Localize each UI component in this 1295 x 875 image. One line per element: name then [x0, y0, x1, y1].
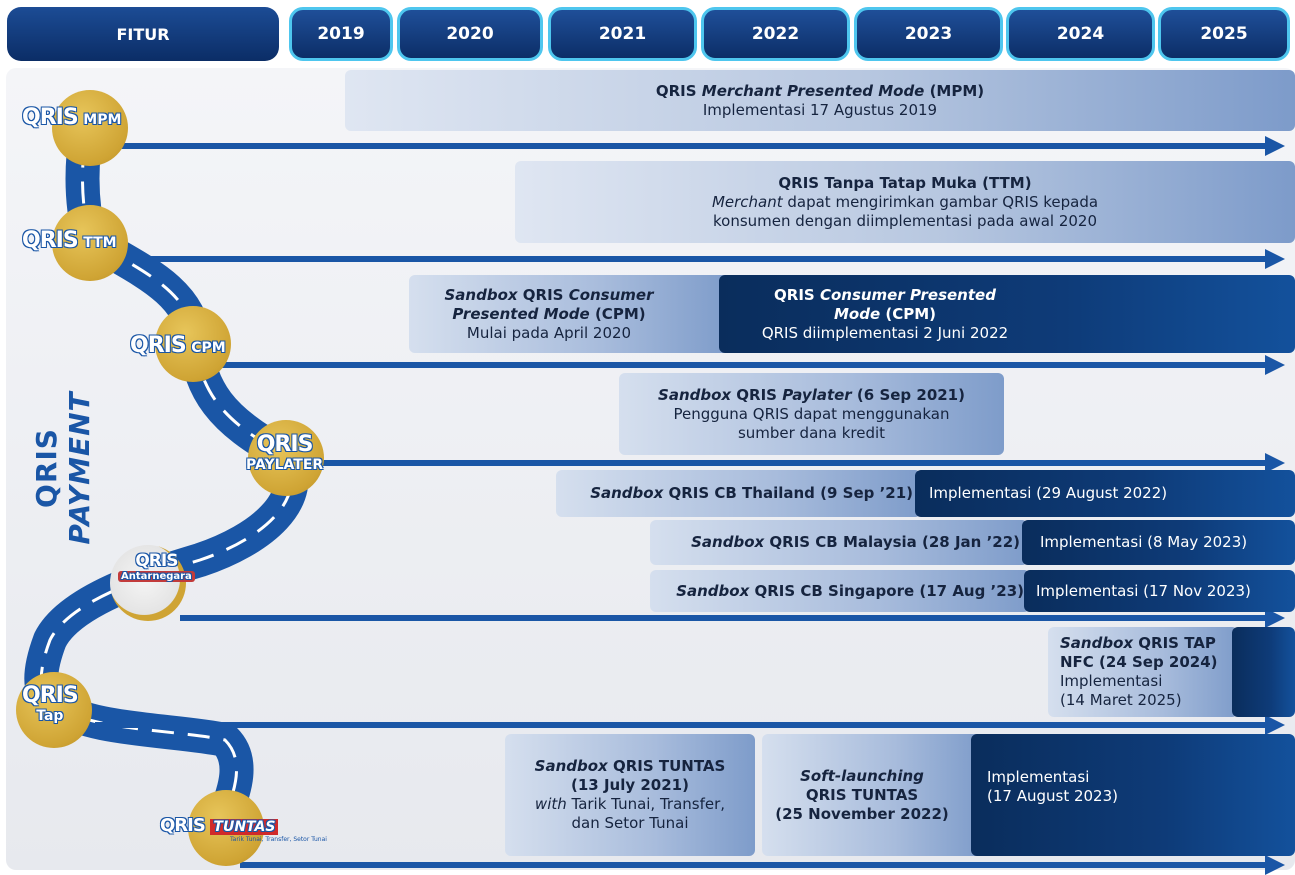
box-cb-malaysia-implementation: Implementasi (8 May 2023) — [1022, 520, 1295, 565]
header-year-2025: 2025 — [1158, 7, 1290, 61]
box-ttm: QRIS Tanpa Tatap Muka (TTM) Merchant dap… — [515, 161, 1295, 243]
box-cpm-implementation: QRIS Consumer Presented Mode (CPM) QRIS … — [719, 275, 1295, 353]
box-mpm: QRIS Merchant Presented Mode (MPM) Imple… — [345, 70, 1295, 131]
qris-cpm-logo: QRIS CPM — [130, 333, 226, 358]
timeline-arrow-paylater — [300, 453, 1285, 473]
box-paylater: Sandbox QRIS Paylater (6 Sep 2021) Pengg… — [619, 373, 1004, 455]
timeline-arrow-ttm — [95, 249, 1285, 269]
qris-ttm-logo: QRIS TTM — [22, 228, 117, 253]
node-mpm — [52, 90, 128, 166]
box-cb-malaysia-sandbox: Sandbox QRIS CB Malaysia (28 Jan ’22) — [650, 520, 1028, 565]
header-fitur: FITUR — [7, 7, 279, 61]
header-year-2022: 2022 — [701, 7, 850, 61]
timeline-arrow-antarnegara — [180, 608, 1285, 628]
box-tap: Sandbox QRIS TAP NFC (24 Sep 2024) Imple… — [1048, 627, 1238, 717]
node-paylater — [248, 420, 324, 496]
box-cpm-sandbox: Sandbox QRIS Consumer Presented Mode (CP… — [409, 275, 729, 353]
box-tap-implementation — [1232, 627, 1295, 717]
timeline-arrow-mpm — [95, 136, 1285, 156]
qris-mpm-logo: QRIS MPM — [22, 105, 122, 130]
box-cb-singapore-implementation: Implementasi (17 Nov 2023) — [1024, 570, 1295, 612]
timeline-arrow-tap — [95, 715, 1285, 735]
node-antarnegara — [110, 545, 186, 621]
header-year-2021: 2021 — [548, 7, 697, 61]
node-tap — [16, 672, 92, 748]
header-year-2023: 2023 — [854, 7, 1003, 61]
side-title: QRIS PAYMENT — [30, 391, 96, 545]
box-tuntas-soft-launching: Soft-launching QRIS TUNTAS (25 November … — [762, 734, 982, 856]
header-year-2024: 2024 — [1006, 7, 1155, 61]
header-year-2020: 2020 — [397, 7, 543, 61]
box-tuntas-implementation: Implementasi (17 August 2023) — [971, 734, 1295, 856]
timeline-arrow-tuntas — [240, 855, 1285, 875]
header-year-2019: 2019 — [289, 7, 393, 61]
node-ttm — [52, 205, 128, 281]
box-tuntas-sandbox: Sandbox QRIS TUNTAS (13 July 2021) with … — [505, 734, 755, 856]
timeline-arrow-cpm — [190, 355, 1285, 375]
box-cb-singapore-sandbox: Sandbox QRIS CB Singapore (17 Aug ’23) — [650, 570, 1030, 612]
box-cb-thailand-implementation: Implementasi (29 August 2022) — [915, 470, 1295, 517]
box-cb-thailand-sandbox: Sandbox QRIS CB Thailand (9 Sep ’21) — [556, 470, 921, 517]
tuntas-tagline: Tarik Tunai, Transfer, Setor Tunai — [230, 836, 327, 843]
node-cpm — [155, 306, 231, 382]
